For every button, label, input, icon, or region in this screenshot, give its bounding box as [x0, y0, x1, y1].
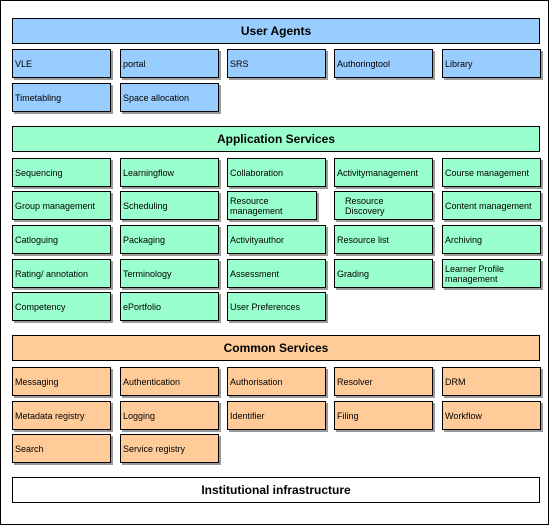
as-course-management-box: Course management — [442, 158, 541, 187]
ua-library-box: Library — [442, 49, 541, 78]
ua-vle-box: VLE — [12, 49, 111, 78]
as-resource-list-box: Resource list — [334, 225, 433, 254]
cs-metadata-registry-box: Metadata registry — [12, 401, 111, 430]
as-content-management-box: Content management — [442, 191, 541, 220]
as-group-management-box: Group management — [12, 191, 111, 220]
as-packaging-box: Packaging — [120, 225, 219, 254]
as-activitymanagement-box: Activitymanagement — [334, 158, 433, 187]
as-resource-management-box: Resource management — [227, 191, 317, 220]
as-rating-annotation-box: Rating/ annotation — [12, 259, 111, 288]
cs-authorisation-box: Authorisation — [227, 367, 326, 396]
as-grading-box: Grading — [334, 259, 433, 288]
ua-space-allocation-box: Space allocation — [120, 83, 219, 112]
as-learningflow-box: Learningflow — [120, 158, 219, 187]
cs-messaging-box: Messaging — [12, 367, 111, 396]
as-eportfolio-box: ePortfolio — [120, 292, 219, 321]
as-activityauthor-box: Activityauthor — [227, 225, 326, 254]
cs-search-box: Search — [12, 434, 111, 463]
ua-srs-box: SRS — [227, 49, 326, 78]
as-assessment-box: Assessment — [227, 259, 326, 288]
as-competency-box: Competency — [12, 292, 111, 321]
cs-resolver-box: Resolver — [334, 367, 433, 396]
as-archiving-box: Archiving — [442, 225, 541, 254]
cs-authentication-box: Authentication — [120, 367, 219, 396]
cs-identifier-box: Identifier — [227, 401, 326, 430]
ua-portal-box: portal — [120, 49, 219, 78]
cs-workflow-box: Workflow — [442, 401, 541, 430]
as-terminology-box: Terminology — [120, 259, 219, 288]
ua-timetabling-box: Timetabling — [12, 83, 111, 112]
cs-filing-box: Filing — [334, 401, 433, 430]
as-user-preferences-box: User Preferences — [227, 292, 326, 321]
as-sequencing-box: Sequencing — [12, 158, 111, 187]
cs-service-registry-box: Service registry — [120, 434, 219, 463]
institutional-infrastructure-header: Institutional infrastructure — [12, 477, 540, 503]
cs-logging-box: Logging — [120, 401, 219, 430]
ua-authoringtool-box: Authoringtool — [334, 49, 433, 78]
as-collaboration-box: Collaboration — [227, 158, 326, 187]
common-services-header: Common Services — [12, 335, 540, 361]
cs-drm-box: DRM — [442, 367, 541, 396]
as-catloguing-box: Catloguing — [12, 225, 111, 254]
user-agents-header: User Agents — [12, 18, 540, 44]
as-resource-discovery-box: Resource Discovery — [334, 191, 433, 220]
as-scheduling-box: Scheduling — [120, 191, 219, 220]
application-services-header: Application Services — [12, 126, 540, 152]
as-learner-profile-management-box: Learner Profile management — [442, 259, 541, 288]
